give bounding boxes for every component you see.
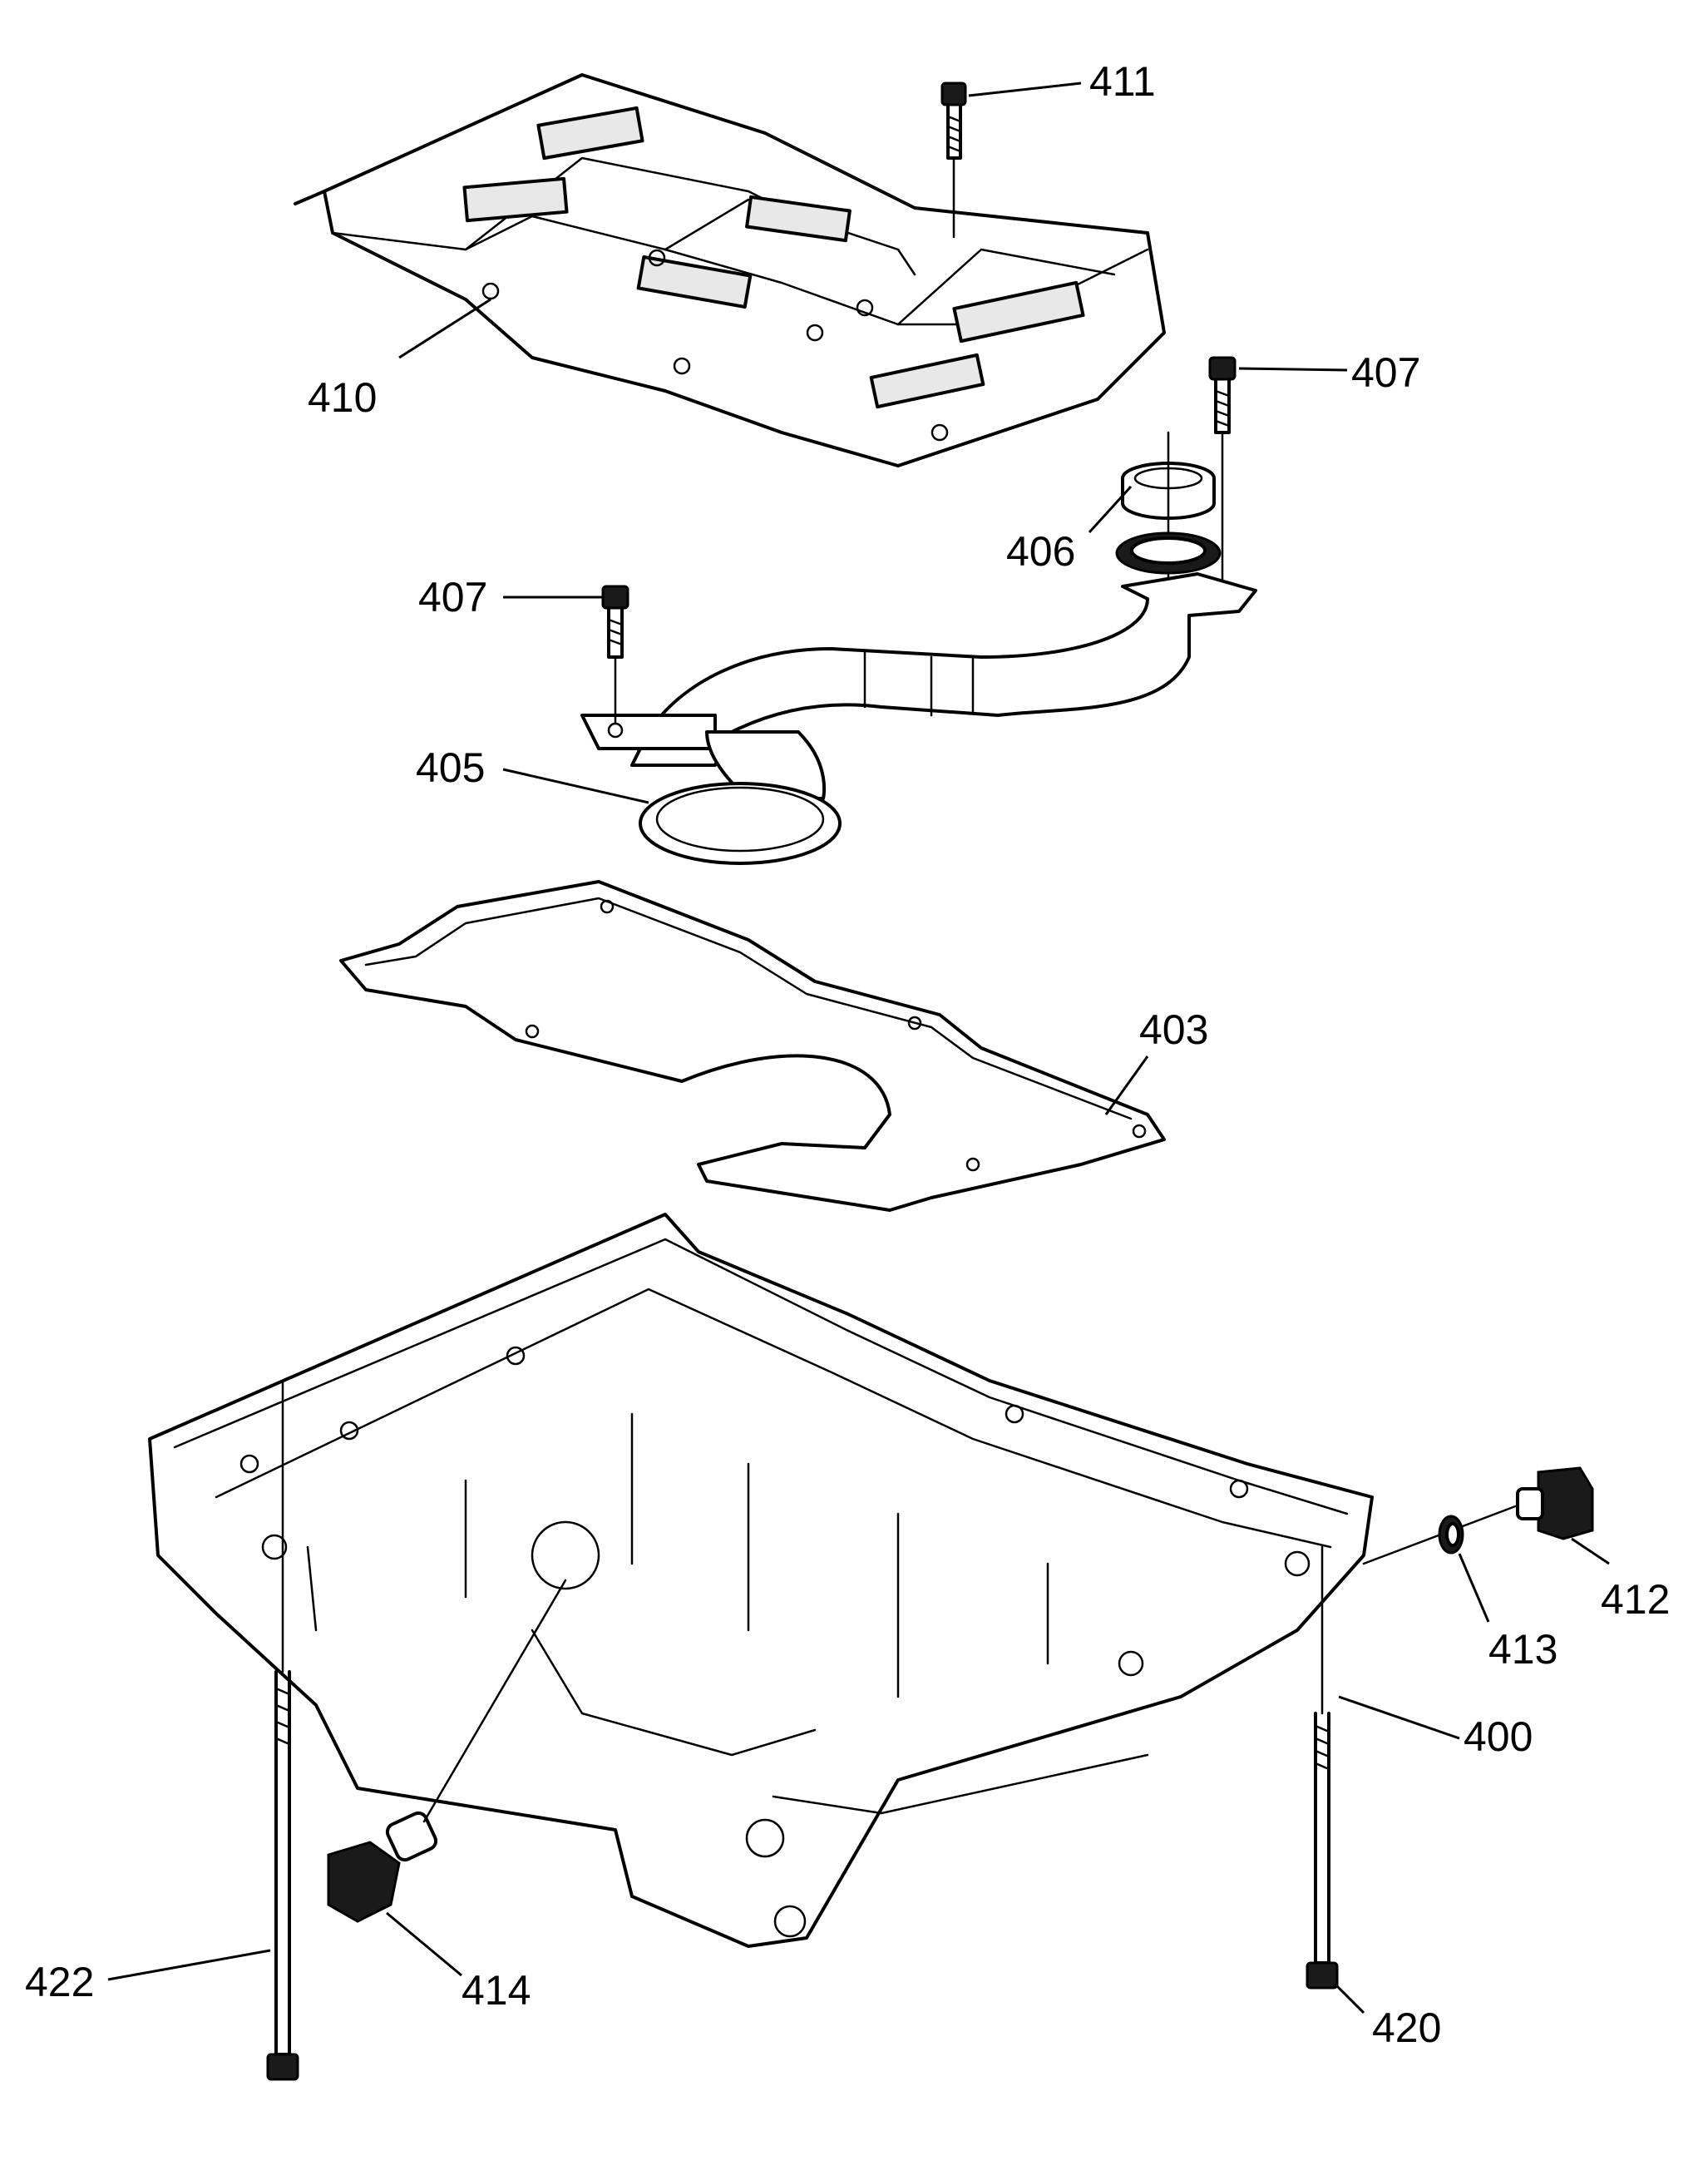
- callout-407-left: 407: [418, 574, 487, 620]
- bolt-420: [1306, 1545, 1339, 1990]
- callout-411: 411: [1089, 58, 1156, 105]
- callout-412: 412: [1601, 1576, 1670, 1623]
- callout-414: 414: [462, 1967, 531, 2014]
- bolt-407-left: [601, 585, 629, 725]
- callout-413: 413: [1488, 1626, 1557, 1673]
- callout-405: 405: [416, 744, 485, 791]
- callouts: 411 410 407 406 407 405 403 412 413 400 …: [25, 58, 1670, 2051]
- callout-420: 420: [1372, 2004, 1441, 2051]
- oil-level-sensor-414: [327, 1579, 567, 1923]
- oil-pan-gasket-403: [339, 880, 1166, 1212]
- oil-pump-seal-406: [1115, 431, 1222, 584]
- bolt-411: [940, 82, 967, 239]
- callout-403: 403: [1139, 1006, 1208, 1053]
- callout-410: 410: [308, 374, 377, 421]
- callout-407-right: 407: [1351, 349, 1420, 396]
- bolt-407-right: [1208, 356, 1237, 584]
- oil-pan-400: [148, 1213, 1374, 1948]
- leader-lines: [107, 82, 1610, 2014]
- callout-422: 422: [25, 1959, 94, 2005]
- oil-deflector-410: [294, 73, 1166, 467]
- drain-plug-412: [1362, 1466, 1594, 1565]
- drain-plug-washer-413: [1438, 1515, 1464, 1555]
- callout-406: 406: [1006, 528, 1075, 575]
- oil-pump-screen-405: [580, 572, 1257, 865]
- bolt-422: [266, 1379, 299, 2081]
- callout-400: 400: [1464, 1713, 1533, 1760]
